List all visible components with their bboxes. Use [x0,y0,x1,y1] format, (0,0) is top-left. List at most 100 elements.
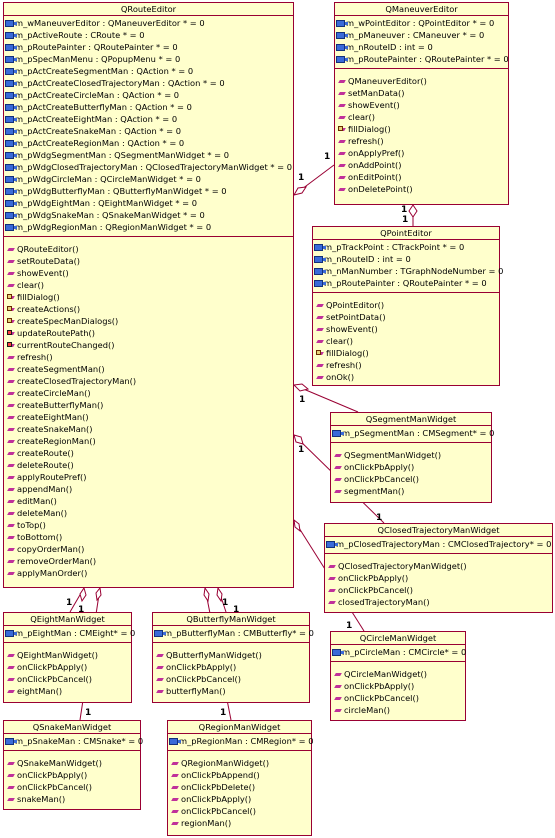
operation-row: deleteRoute() [6,459,293,471]
operation-icon [334,683,343,691]
operation-text: refresh() [17,352,53,362]
attribute-icon [336,56,348,63]
operation-row: refresh() [337,135,508,147]
attribute-icon [5,20,17,27]
attribute-row: m_pWdgClosedTrajectoryMan : QClosedTraje… [4,161,293,173]
attribute-text: m_nManNumber : TGraphNodeNumber = 0 [324,266,504,276]
operation-row: toTop() [6,519,293,531]
attribute-text: m_pTrackPoint : CTrackPoint * = 0 [324,242,465,252]
attribute-row: m_pSnakeMan : CMSnake* = 0 [4,735,143,747]
operation-row: createEightMan() [6,411,293,423]
attribute-row: m_pSpecManMenu : QPopupMenu * = 0 [4,53,293,65]
operation-icon [171,820,180,828]
attribute-row: m_pWdgEightMan : QEightManWidget * = 0 [4,197,293,209]
operation-icon [338,90,347,98]
operation-icon [7,317,16,326]
operation-icon [7,366,16,374]
attribute-row: m_wManeuverEditor : QManeuverEditor * = … [4,17,293,29]
aggregation-diamond-route-maneuver [292,186,308,196]
aggregation-diamond-route-eight [79,586,87,603]
operation-icon [7,293,16,302]
operation-text: removeOrderMan() [17,556,97,566]
attributes-compartment: m_pButterflyMan : CMButterfly* = 0 [153,625,314,642]
attribute-text: m_pActiveRoute : CRoute * = 0 [15,30,145,40]
operation-row: QClosedTrajectoryManWidget() [327,560,552,572]
attribute-icon [336,32,348,39]
operation-row: onClickPbApply() [155,661,309,673]
operation-text: createEightMan() [17,412,89,422]
operation-row: updateRoutePath() [6,327,293,339]
attribute-text: m_pActCreateClosedTrajectoryMan : QActio… [15,78,225,88]
operations-compartment: QRegionManWidget()onClickPbAppend()onCli… [168,750,311,831]
operation-row: copyOrderMan() [6,543,293,555]
operation-row: setRouteData() [6,255,293,267]
attribute-icon [5,32,17,39]
attribute-icon [314,268,326,275]
attribute-row: m_pWdgSegmentMan : QSegmentManWidget * =… [4,149,293,161]
attribute-row: m_pActCreateRegionMan : QAction * = 0 [4,137,293,149]
attribute-icon [314,244,326,251]
operation-icon [7,402,16,410]
attribute-row: m_pSegmentMan : CMSegment* = 0 [331,427,494,439]
operation-text: setPointData() [326,312,386,322]
operation-icon [338,150,347,158]
operation-text: applyRoutePref() [17,472,87,482]
operation-text: QPointEditor() [326,300,385,310]
operation-text: QClosedTrajectoryManWidget() [338,561,467,571]
operation-row: editMan() [6,495,293,507]
operation-text: onClickPbApply() [344,462,415,472]
operation-text: regionMan() [181,818,232,828]
class-name: QManeuverEditor [385,4,458,14]
operation-text: applyManOrder() [17,568,88,578]
attribute-icon [332,649,344,656]
operation-text: createRegionMan() [17,436,96,446]
operation-icon [316,374,325,382]
attribute-row: m_pWdgButterflyMan : QButterflyManWidget… [4,185,293,197]
operation-text: onClickPbCancel() [338,585,413,595]
operation-row: snakeMan() [6,793,140,805]
operation-row: onDeletePoint() [337,183,508,195]
operation-row: fillDialog() [315,347,499,359]
operation-icon [7,510,16,518]
operation-text: QCircleManWidget() [344,669,428,679]
attributes-compartment: m_wManeuverEditor : QManeuverEditor * = … [4,15,293,236]
mult-route-closed-part: 1 [376,513,383,523]
operation-row: QEightManWidget() [6,649,131,661]
operation-text: onApplyPref() [348,148,405,158]
operation-icon [156,664,165,672]
operation-icon [7,258,16,266]
operation-row: clear() [315,335,499,347]
attribute-icon [5,92,17,99]
operation-icon [156,688,165,696]
operation-text: QSnakeManWidget() [17,758,102,768]
attribute-row: m_pWdgRegionMan : QRegionManWidget * = 0 [4,221,293,233]
attribute-icon [5,212,17,219]
operation-row: QButterflyManWidget() [155,649,309,661]
operation-icon [334,452,343,460]
operation-icon [7,462,16,470]
operation-icon [316,314,325,322]
aggregation-diamond-route-circle [293,518,301,533]
operation-icon [316,338,325,346]
operation-text: toTop() [17,520,46,530]
operation-icon [7,486,16,494]
aggregation-diamond-route-butterfly [216,586,223,603]
attribute-text: m_pWdgSegmentMan : QSegmentManWidget * =… [15,150,230,160]
operation-text: onClickPbCancel() [344,474,419,484]
operation-icon [338,138,347,146]
mult-maneuver-point-part: 1 [402,215,409,225]
operation-text: onClickPbApply() [166,662,237,672]
attribute-icon [5,116,17,123]
attribute-icon [5,68,17,75]
mult-route-maneuver-part: 1 [324,152,331,162]
